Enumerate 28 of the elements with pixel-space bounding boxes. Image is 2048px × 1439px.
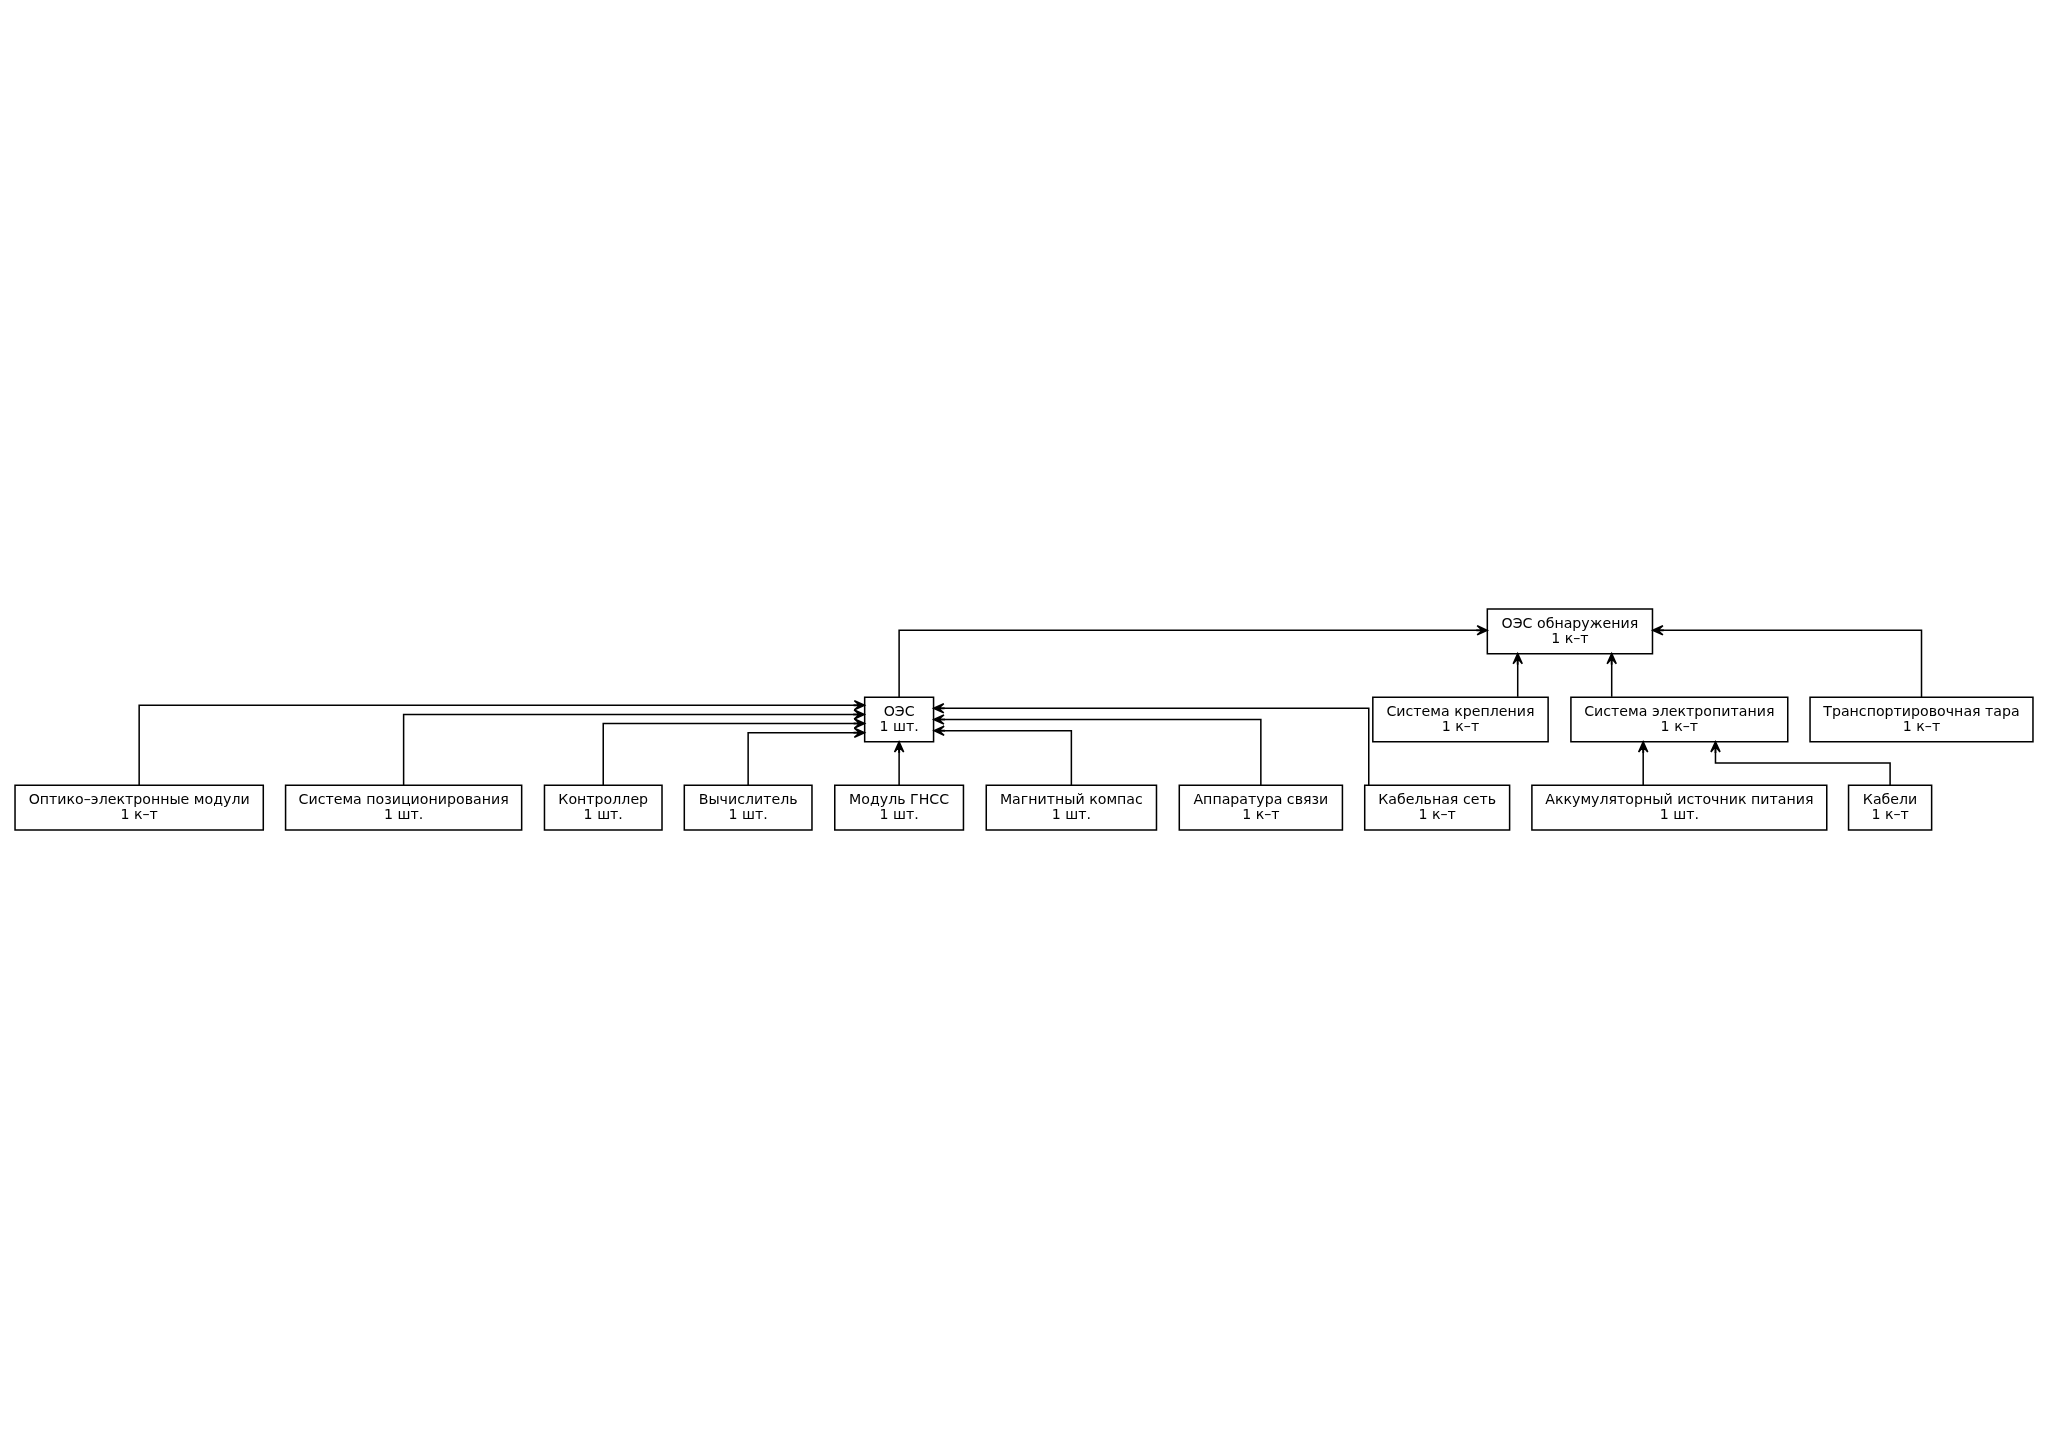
node-box: Кабели 1 к–т bbox=[1847, 784, 1933, 831]
arrow bbox=[933, 725, 1073, 786]
arrow bbox=[1606, 652, 1617, 698]
node-box: Система крепления 1 к–т bbox=[1372, 696, 1549, 743]
arrow bbox=[933, 714, 1262, 786]
node-box: Система позиционирования 1 шт. bbox=[284, 784, 523, 831]
node-box: Транспортировочная тара 1 к–т bbox=[1809, 696, 2034, 743]
node-box: Модуль ГНСС 1 шт. bbox=[834, 784, 965, 831]
node-box: Аппаратура связи 1 к–т bbox=[1178, 784, 1344, 831]
node-box: Магнитный компас 1 шт. bbox=[985, 784, 1158, 831]
arrow bbox=[1512, 652, 1524, 698]
node-box: ОЭС обнаружения 1 к–т bbox=[1486, 608, 1654, 655]
node-box: Оптико–электронные модули 1 к–т bbox=[14, 784, 265, 831]
node-box: Кабельная сеть 1 к–т bbox=[1363, 784, 1511, 831]
arrow bbox=[138, 700, 866, 786]
node-box: Аккумуляторный источник питания 1 шт. bbox=[1531, 784, 1828, 831]
node-box: ОЭС 1 шт. bbox=[863, 696, 935, 743]
arrow bbox=[1637, 741, 1649, 786]
arrow bbox=[602, 718, 866, 786]
node-box: Вычислитель 1 шт. bbox=[683, 784, 813, 831]
arrow bbox=[1652, 625, 1923, 698]
arrow bbox=[898, 625, 1489, 698]
arrow bbox=[747, 727, 866, 786]
arrow bbox=[893, 741, 905, 786]
arrow bbox=[932, 703, 1370, 786]
node-box: Система электропитания 1 к–т bbox=[1570, 696, 1789, 743]
node-box: Контроллер 1 шт. bbox=[543, 784, 663, 831]
arrow bbox=[402, 709, 866, 786]
